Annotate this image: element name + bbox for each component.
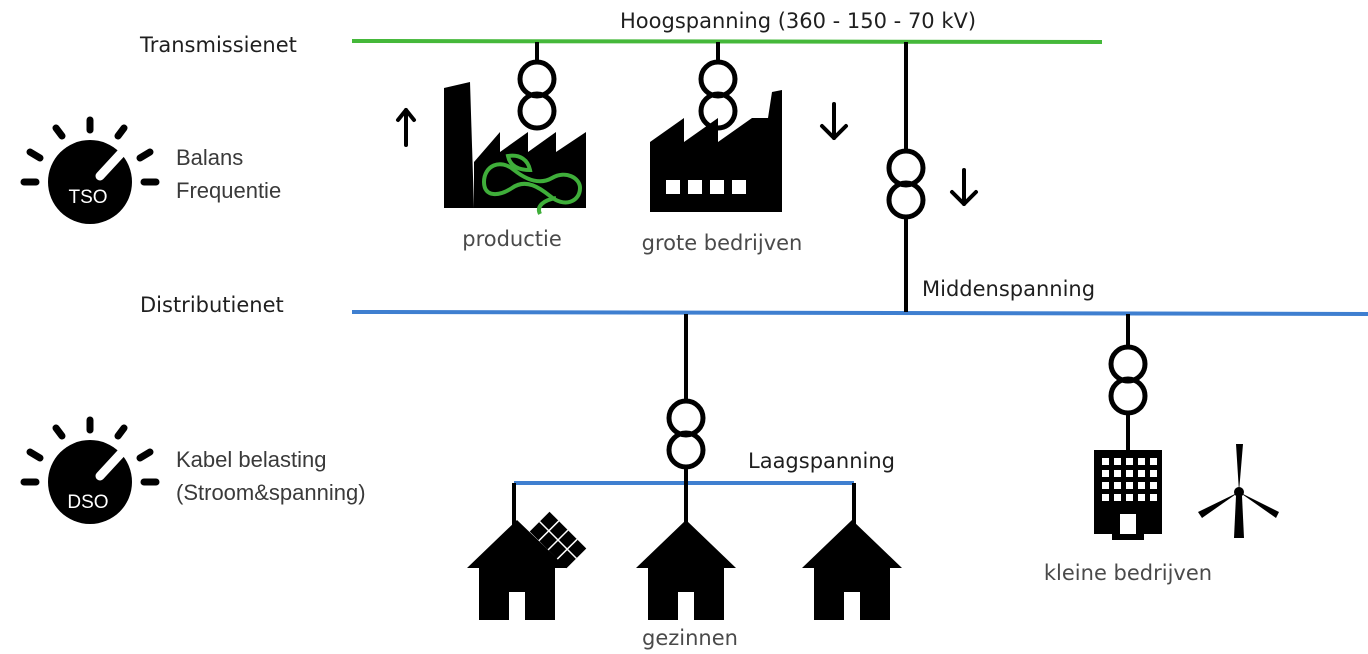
house-icon: [636, 520, 736, 620]
small-companies-transformer-icon: [1111, 347, 1145, 413]
arrow-down-icon: [820, 102, 848, 140]
recycle-leaf-icon: [481, 153, 583, 215]
tso-knob-label: TSO: [68, 187, 107, 208]
production-transformer-icon: [520, 62, 554, 128]
dso-line2: (Stroom&spanning): [176, 480, 366, 505]
factory-icon: [444, 82, 586, 215]
house-icon: [802, 520, 902, 620]
dso-dial-knob-icon: DSO: [20, 416, 160, 524]
medium-voltage-transformer-icon: [889, 151, 923, 217]
large-companies-label: grote bedrijven: [642, 231, 803, 255]
medium-voltage-label: Middenspanning: [922, 277, 1095, 301]
distribution-label: Distributienet: [140, 293, 284, 317]
transmission-label: Transmissienet: [139, 33, 297, 57]
tso-line1: Balans: [176, 145, 243, 170]
factory-icon: [650, 90, 782, 212]
tso-dial-knob-icon: TSO: [20, 116, 160, 224]
high-voltage-label: Hoogspanning (360 - 150 - 70 kV): [620, 9, 976, 33]
production-label: productie: [462, 227, 562, 251]
dso-line1: Kabel belasting: [176, 447, 326, 472]
low-voltage-label: Laagspanning: [748, 449, 895, 473]
office-building-icon: [1094, 450, 1162, 540]
arrow-up-icon: [396, 108, 416, 147]
distribution-line: [351, 310, 1368, 316]
small-companies-label: kleine bedrijven: [1044, 561, 1212, 585]
households-label: gezinnen: [642, 626, 738, 650]
dso-knob-label: DSO: [67, 492, 108, 513]
low-voltage-transformer-icon: [669, 401, 703, 467]
wind-turbine-icon: [1198, 444, 1279, 538]
transmission-line: [351, 39, 1103, 44]
tso-line2: Frequentie: [176, 178, 281, 203]
solar-panel-icon: [529, 511, 587, 569]
arrow-down-icon: [950, 168, 978, 206]
